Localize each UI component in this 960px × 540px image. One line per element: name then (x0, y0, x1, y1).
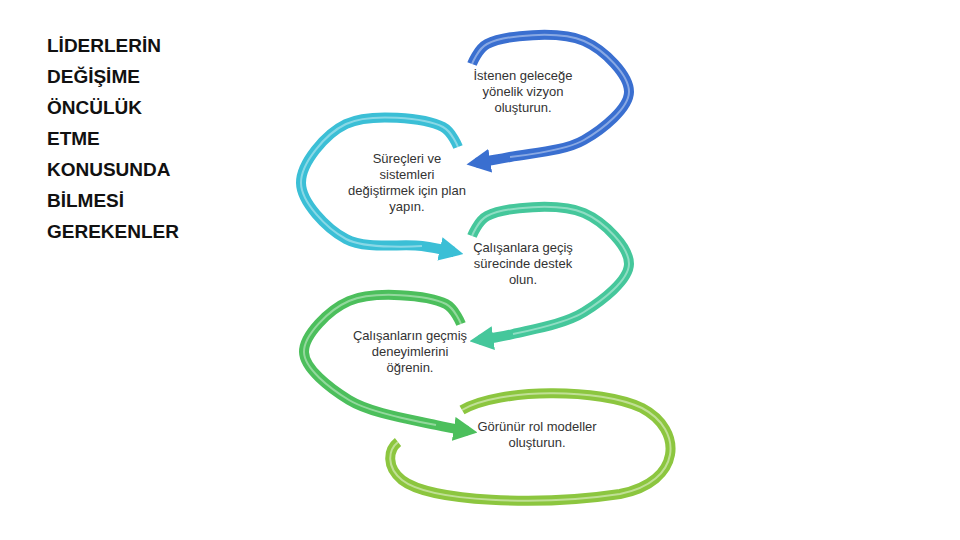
loop-arrow-tail (390, 393, 670, 500)
loop-highlight (390, 393, 670, 500)
step-text-box: Görünür rol modeller oluşturun. (476, 417, 598, 453)
step-text-box: İstenen geleceğe yönelik vizyon oluşturu… (462, 66, 584, 118)
step-text-box: Süreçleri ve sistemleri değiştirmek için… (346, 149, 468, 217)
loop-highlight (304, 295, 461, 425)
connectors (301, 35, 629, 431)
step-text-box: Çalışanların geçmiş deneyimlerini öğreni… (349, 326, 471, 378)
loop-arrow (304, 295, 468, 431)
loop-highlight (301, 117, 458, 246)
step-text: Süreçleri ve sistemleri değiştirmek için… (346, 151, 468, 215)
step-text: Görünür rol modeller oluşturun. (476, 419, 598, 451)
loop-arrow (472, 207, 629, 340)
step-text: İstenen geleceğe yönelik vizyon oluşturu… (462, 68, 584, 116)
step-text: Çalışanların geçmiş deneyimlerini öğreni… (349, 328, 471, 376)
diagram-title: LİDERLERİN DEĞİŞİME ÖNCÜLÜK ETME KONUSUN… (47, 30, 195, 247)
step-text-box: Çalışanlara geçiş sürecinde destek olun. (462, 238, 584, 290)
step-text: Çalışanlara geçiş sürecinde destek olun. (462, 240, 584, 288)
